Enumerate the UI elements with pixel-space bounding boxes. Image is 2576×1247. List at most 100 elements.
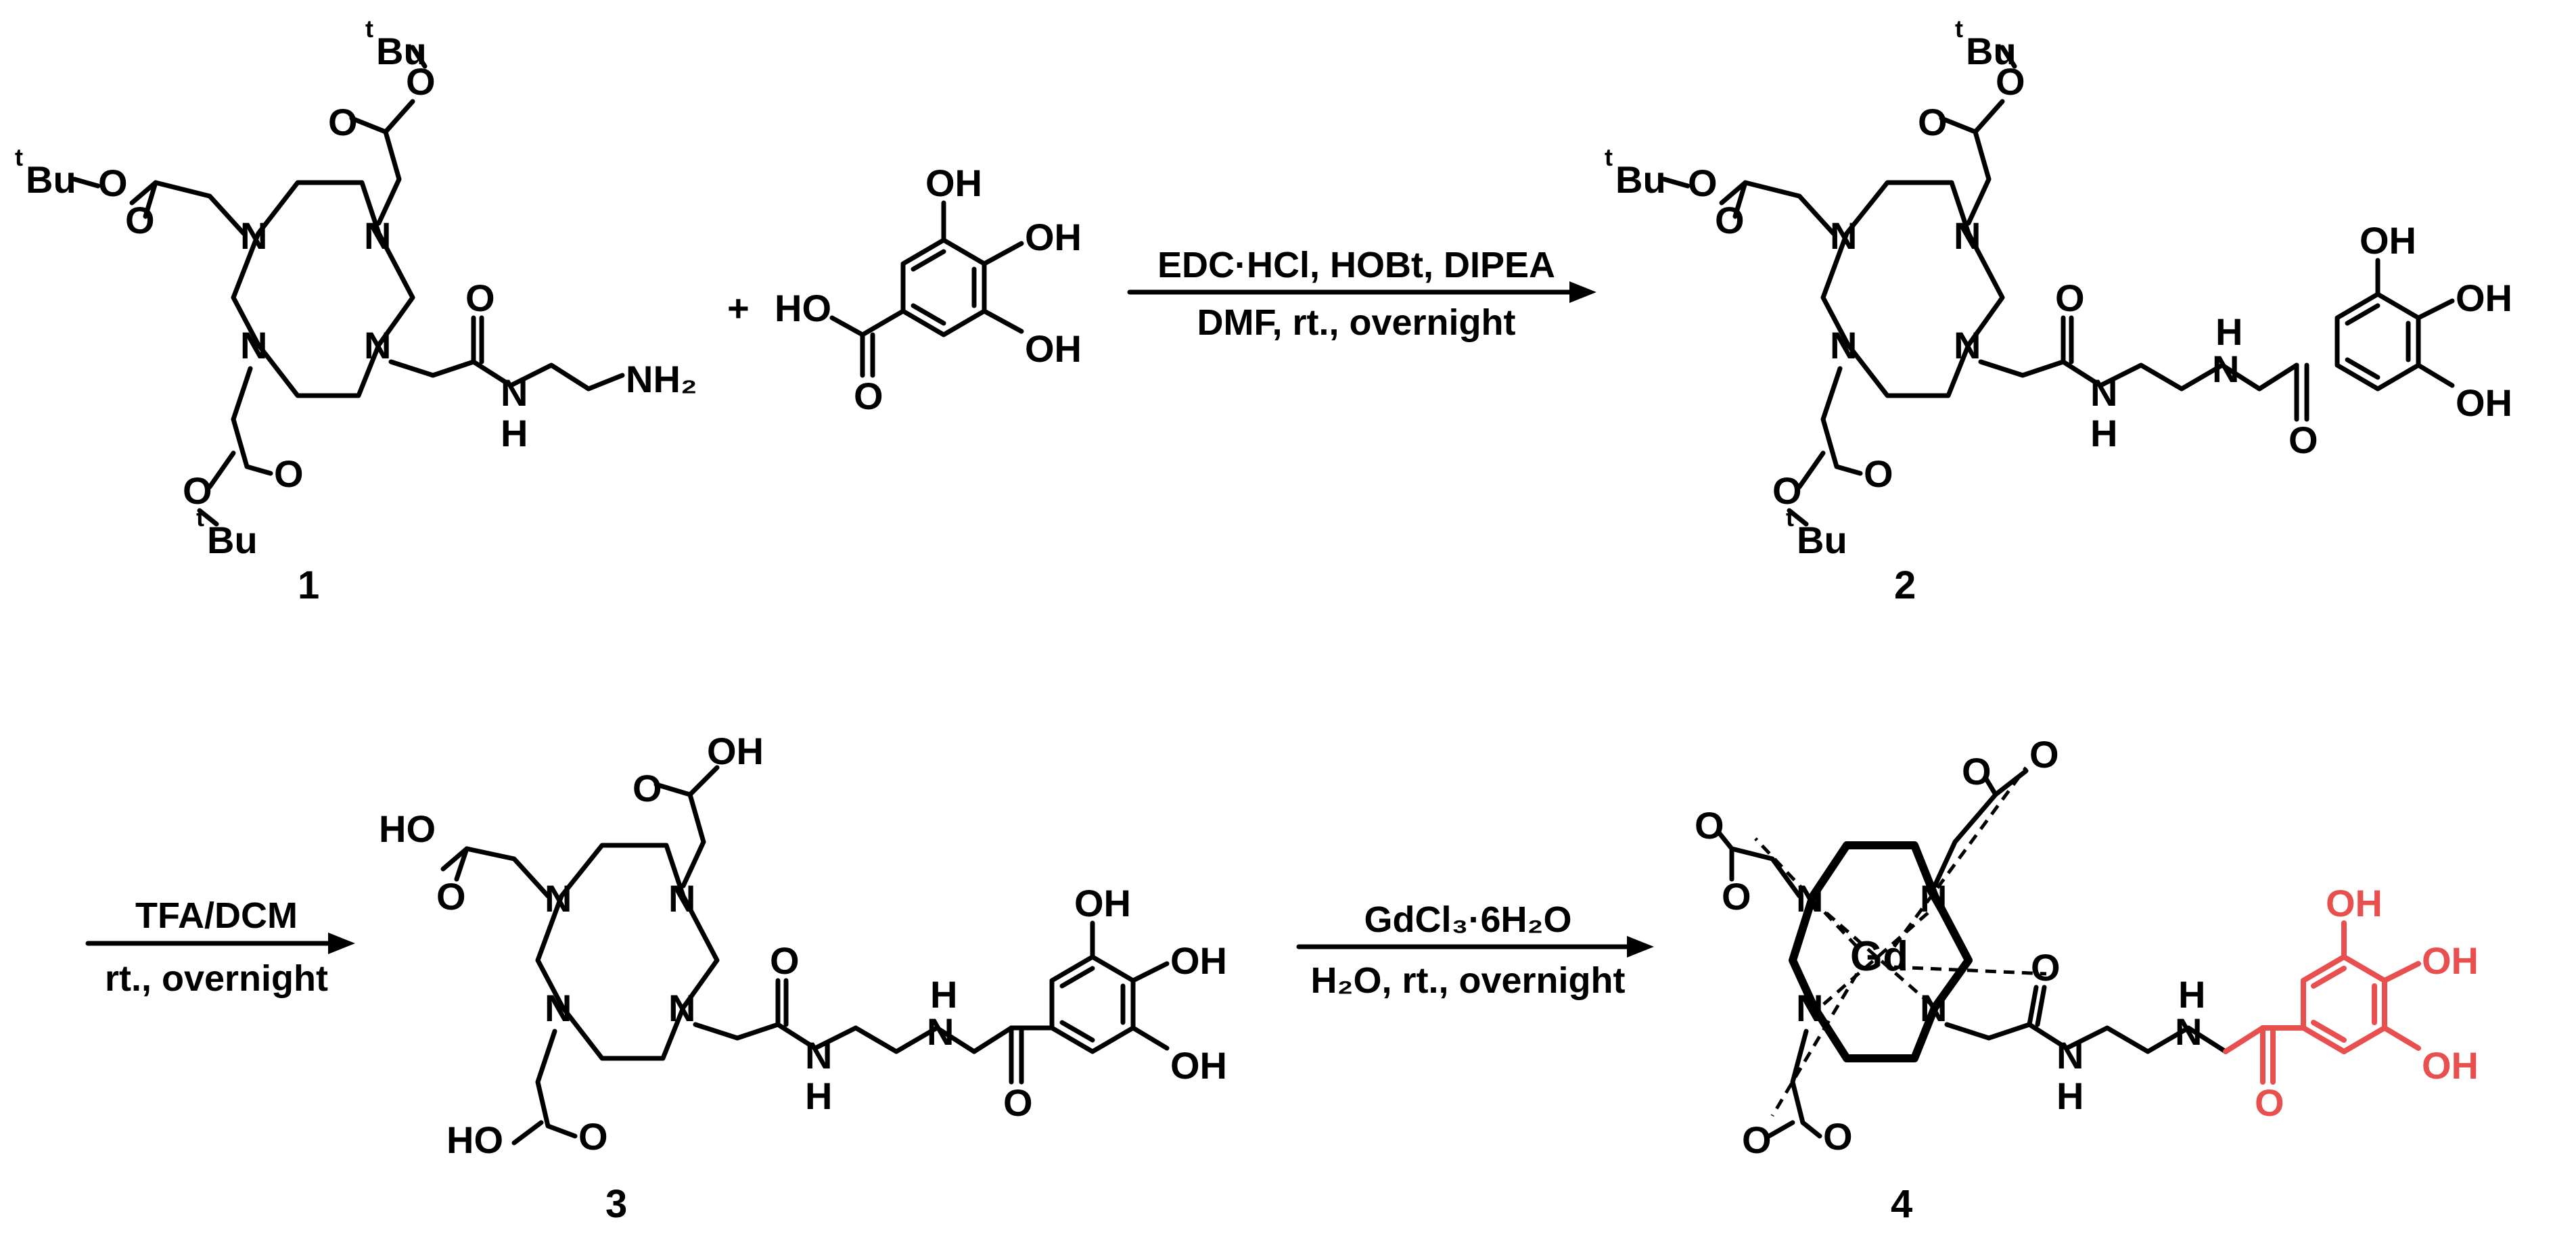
- atom-O: O: [436, 875, 466, 918]
- reaction-2-conditions: rt., overnight: [105, 958, 328, 999]
- atom-H: H: [930, 973, 957, 1016]
- compound-4-label: 4: [1891, 1182, 1912, 1226]
- atom-OH: OH: [2360, 219, 2416, 262]
- atom-O: O: [1722, 875, 1751, 918]
- atom-N: N: [805, 1034, 832, 1077]
- compound-3-structure: N N N N O HO O OH O HO O N H H N O: [379, 730, 1227, 1161]
- atom-OH: OH: [1170, 939, 1227, 982]
- atom-O: O: [632, 767, 662, 809]
- atom-H: H: [2090, 412, 2117, 454]
- atom-N: N: [1830, 324, 1857, 367]
- atom-O: O: [2031, 946, 2061, 989]
- tert-marker: t: [1786, 504, 1794, 532]
- atom-H: H: [805, 1075, 832, 1117]
- atom-N: N: [501, 371, 528, 414]
- atom-OH: OH: [2422, 1044, 2479, 1087]
- atom-N: N: [1796, 987, 1823, 1029]
- reaction-3-conditions: H₂O, rt., overnight: [1310, 960, 1625, 1001]
- reaction-1-conditions: DMF, rt., overnight: [1197, 302, 1516, 343]
- atom-OH: OH: [1170, 1044, 1227, 1087]
- atom-O: O: [1864, 452, 1893, 495]
- atom-HO: HO: [775, 287, 831, 329]
- atom-Bu: Bu: [26, 158, 76, 201]
- atom-N: N: [927, 1010, 954, 1053]
- atom-OH: OH: [2326, 882, 2383, 924]
- atom-N: N: [2056, 1034, 2084, 1077]
- atom-O: O: [406, 60, 436, 103]
- atom-O: O: [1918, 101, 1948, 143]
- atom-N: N: [2090, 371, 2117, 414]
- atom-HO: HO: [379, 807, 436, 850]
- compound-2-label: 2: [1894, 563, 1916, 607]
- plus-sign: +: [727, 287, 750, 329]
- atom-OH: OH: [1074, 882, 1131, 924]
- atom-Bu: Bu: [207, 519, 258, 561]
- atom-O: O: [2255, 1081, 2284, 1124]
- atom-O: O: [125, 199, 155, 241]
- reaction-arrow-1: [1127, 281, 1596, 303]
- compound-3-label: 3: [605, 1182, 627, 1226]
- atom-O: O: [328, 101, 358, 143]
- atom-HO: HO: [446, 1119, 503, 1161]
- atom-O: O: [183, 469, 212, 512]
- tert-marker: t: [1605, 143, 1613, 171]
- galloyl-highlight: O OH OH OH: [2223, 882, 2479, 1124]
- atom-O: O: [1695, 804, 1724, 847]
- atom-H: H: [2056, 1075, 2084, 1117]
- atom-O: O: [1772, 469, 1802, 512]
- atom-Bu: Bu: [1797, 519, 1847, 561]
- atom-O: O: [770, 939, 800, 982]
- atom-O: O: [274, 452, 304, 495]
- atom-H: H: [2178, 973, 2205, 1016]
- atom-O: O: [98, 162, 128, 204]
- atom-O: O: [1996, 60, 2025, 103]
- atom-OH: OH: [2422, 939, 2479, 982]
- atom-Bu: Bu: [376, 30, 427, 72]
- compound-1-label: 1: [298, 563, 319, 607]
- atom-O: O: [2029, 733, 2059, 776]
- atom-O: O: [1823, 1115, 1853, 1158]
- atom-H: H: [2215, 310, 2242, 353]
- atom-N: N: [2212, 348, 2239, 390]
- gallic-acid-structure: OH OH OH HO O: [775, 162, 1082, 417]
- atom-N: N: [364, 324, 391, 367]
- atom-O: O: [2288, 419, 2318, 461]
- atom-O: O: [1688, 162, 1718, 204]
- compound-4-structure: N N N N Gd O O O O O O O N H H N: [1695, 733, 2228, 1161]
- atom-N: N: [1830, 214, 1857, 257]
- atom-OH: OH: [925, 162, 982, 204]
- atom-N: N: [240, 214, 267, 257]
- compound-2-structure: N N N N O O t Bu O O t Bu O O t Bu O N H…: [1605, 15, 2512, 561]
- atom-NH2: NH₂: [626, 358, 697, 400]
- atom-N: N: [1920, 987, 1947, 1029]
- tert-marker: t: [365, 15, 373, 43]
- atom-OH: OH: [707, 730, 764, 772]
- atom-N: N: [1796, 877, 1823, 920]
- reaction-arrow-3: [1296, 936, 1654, 958]
- tert-marker: t: [1955, 15, 1963, 43]
- atom-N: N: [2175, 1010, 2202, 1053]
- atom-N: N: [240, 324, 267, 367]
- atom-OH: OH: [2456, 381, 2512, 424]
- compound-1-structure: N N N N O O t Bu O O t Bu O O t Bu O N H…: [15, 15, 697, 561]
- reaction-arrow-2: [85, 933, 355, 954]
- atom-Bu: Bu: [1966, 30, 2017, 72]
- atom-O: O: [1003, 1081, 1033, 1124]
- atom-O: O: [1715, 199, 1745, 241]
- atom-N: N: [1954, 324, 1981, 367]
- atom-O: O: [465, 277, 495, 319]
- reaction-2-reagents: TFA/DCM: [135, 895, 298, 936]
- atom-OH: OH: [1025, 216, 1082, 258]
- atom-O: O: [1962, 750, 1992, 793]
- atom-Bu: Bu: [1615, 158, 1666, 201]
- atom-N: N: [668, 987, 695, 1029]
- reaction-1-reagents: EDC·HCl, HOBt, DIPEA: [1157, 245, 1555, 285]
- tert-marker: t: [15, 143, 23, 171]
- tert-marker: t: [196, 504, 204, 532]
- atom-OH: OH: [1025, 327, 1082, 370]
- atom-N: N: [545, 987, 572, 1029]
- atom-O: O: [2055, 277, 2085, 319]
- atom-H: H: [501, 412, 528, 454]
- atom-OH: OH: [2456, 277, 2512, 319]
